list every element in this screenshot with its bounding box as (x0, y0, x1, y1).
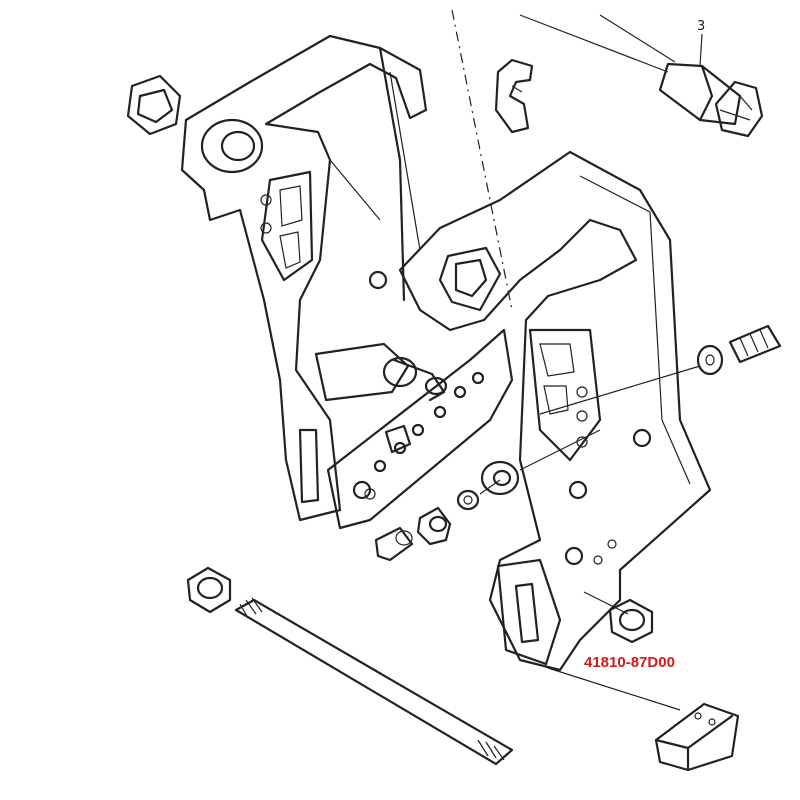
clamp-bracket-front (368, 150, 712, 672)
flange-nut-left (186, 566, 232, 614)
cross-tube (314, 342, 448, 402)
clamp-bracket-rear (180, 34, 428, 522)
flange-nut-lower (608, 598, 654, 644)
cable-clip (494, 58, 534, 134)
washer-small (456, 489, 480, 511)
tilt-tube-shaft (519, 14, 764, 138)
small-washer-right (696, 344, 724, 376)
part-number-label: 41810-87D00 (584, 654, 675, 671)
leader-lines (479, 365, 701, 711)
spacer-pin (374, 526, 414, 562)
stud-bolt (728, 324, 782, 364)
callout-leader-3 (699, 33, 703, 67)
washer-large (480, 460, 520, 496)
center-axis-line (451, 9, 513, 311)
bush-center (416, 506, 452, 546)
spacer-block (654, 702, 740, 772)
callout-number-3: 3 (697, 19, 705, 34)
tilt-adjust-plate (326, 328, 514, 530)
bush-left (384, 424, 412, 454)
through-bolt-long (234, 597, 514, 766)
nut-top-left (126, 74, 182, 136)
